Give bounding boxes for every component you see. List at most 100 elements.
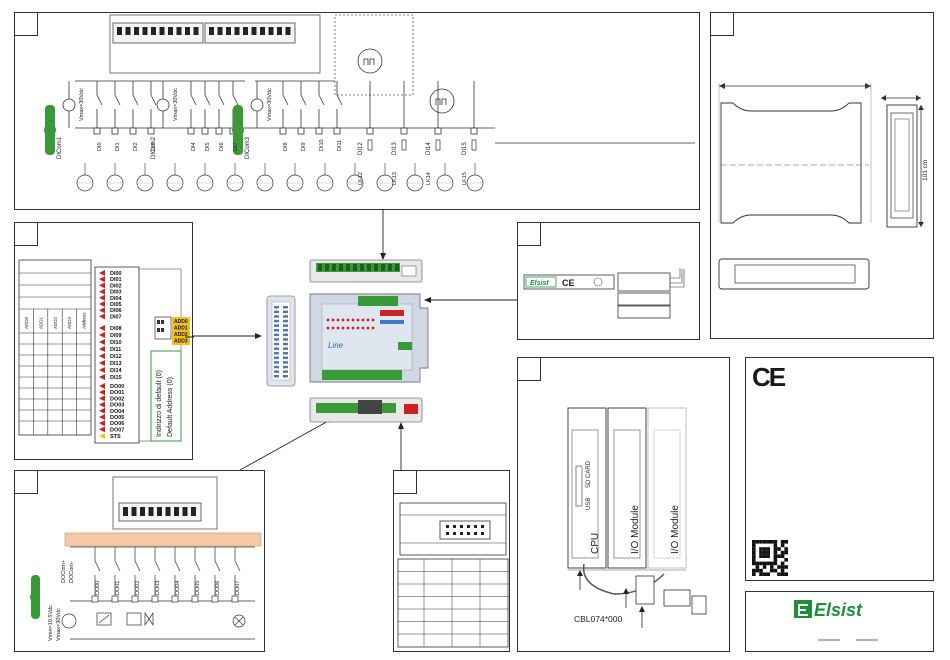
- terminal-screw: [211, 595, 219, 603]
- connector-pinout-panel: [393, 470, 510, 652]
- switch-contact: [282, 94, 289, 106]
- led-di-label: DI10: [110, 340, 122, 346]
- output-channel-label: DO02: [135, 581, 141, 595]
- lk-label: LK14: [426, 172, 432, 185]
- led-indicator: [99, 401, 105, 408]
- device-brand-text: Line: [328, 341, 344, 350]
- led-indicator: [99, 339, 105, 345]
- led-indicator: [99, 414, 105, 420]
- input-channel-label: DI10: [319, 139, 325, 151]
- terminal-screw: [366, 127, 374, 135]
- device-illustration: Line: [262, 258, 442, 428]
- output-switch: [194, 560, 201, 572]
- ce-qr-panel: CE: [745, 357, 934, 581]
- input-channel-label: DI3: [151, 142, 157, 151]
- led-indicator: [99, 294, 105, 301]
- dip-address-label: ADD0: [174, 319, 188, 325]
- terminal-screw: [91, 595, 99, 603]
- link-jumper: [401, 139, 407, 151]
- dimensions-panel: 101 cm: [710, 12, 934, 339]
- led-sts-label: STS: [110, 434, 121, 440]
- lk-label: LK12: [358, 172, 364, 185]
- vmax-label: Vmax=30Vdc: [79, 88, 85, 121]
- terminal-screw: [279, 127, 287, 135]
- led-do-label: DO04: [110, 409, 125, 415]
- io-module-label-2: I/O Module: [670, 505, 681, 554]
- terminal-screw: [201, 127, 209, 135]
- terminal-screw: [151, 595, 159, 603]
- output-switch: [214, 560, 221, 572]
- led-di-label: DI09: [110, 333, 122, 339]
- switch-contact: [318, 94, 325, 106]
- input-channel-label: DI2: [133, 142, 139, 151]
- switch-contact: [336, 94, 343, 106]
- input-channel-label: DI7: [233, 142, 239, 151]
- terminal-screw: [434, 127, 442, 135]
- terminal-screw: [215, 127, 223, 135]
- ce-mark: CE: [752, 362, 786, 392]
- led-indicator: [99, 282, 105, 289]
- panel-number-box: [517, 222, 541, 246]
- supply-source-icon: [62, 98, 76, 112]
- vmin-label: Vmin=10.5Vdc: [48, 605, 54, 641]
- terminal-screw: [315, 127, 323, 135]
- led-indicator: [99, 367, 105, 373]
- connector-pinout-drawing: [397, 502, 509, 648]
- counter-channel-label: DI14: [426, 142, 432, 155]
- default-address-it: Indirizzo di default (0): [156, 370, 163, 437]
- led-indicator: [99, 301, 105, 307]
- switch-contact: [190, 94, 197, 106]
- pnp-npn-badge-left: [44, 105, 56, 155]
- input-channel-label: DI0: [97, 142, 103, 151]
- supply-source-icon: [250, 98, 264, 112]
- terminal-screw: [191, 595, 199, 603]
- address-table-header: ADD0: [24, 316, 29, 329]
- inputs-wiring-diagram: DICom1Vmax=30VdcDICom2Vmax=30VdcDICom3Vm…: [44, 14, 695, 192]
- terminal-screw: [93, 127, 101, 135]
- led-indicator: [99, 276, 105, 283]
- led-indicator: [99, 325, 105, 331]
- led-indicator: [99, 420, 105, 427]
- led-indicator: [99, 374, 105, 380]
- led-indicator: [99, 313, 105, 320]
- led-di-label: DI01: [110, 277, 122, 283]
- dip-address-label: ADD2: [174, 332, 188, 338]
- supply-label: DICom2: [151, 136, 157, 159]
- led-indicator: [99, 332, 105, 338]
- led-di-label: DI03: [110, 290, 122, 296]
- default-address-en: Default Address (0): [167, 377, 174, 437]
- led-di-label: DI06: [110, 308, 122, 314]
- output-channel-label: DO03: [155, 581, 161, 595]
- led-indicator: [99, 426, 105, 433]
- output-channel-label: DO01: [115, 581, 121, 595]
- terminal-screw: [111, 595, 119, 603]
- output-switch: [114, 560, 121, 572]
- terminal-screw: [131, 595, 139, 603]
- dip-address-label: ADD3: [174, 339, 188, 345]
- led-indicator: [99, 395, 105, 402]
- input-channel-label: DI4: [191, 142, 197, 151]
- led-di-label: DI14: [110, 368, 123, 374]
- sd-card-label: SD CARD: [586, 460, 592, 488]
- out-vmax-label: Vmax=30Vdc: [56, 608, 62, 641]
- terminal-screw: [333, 127, 341, 135]
- led-indicator: [99, 288, 105, 295]
- led-di-label: DI02: [110, 283, 122, 289]
- link-jumper: [435, 139, 441, 151]
- vmax-label: Vmax=30Vdc: [267, 88, 273, 121]
- led-di-label: DI04: [110, 296, 123, 302]
- terminal-screw: [470, 127, 478, 135]
- counter-channel-label: DI12: [358, 142, 364, 155]
- dimensions-drawing: 101 cm: [718, 83, 929, 290]
- supply-label: DICom3: [245, 136, 251, 159]
- link-jumper: [367, 139, 373, 151]
- led-do-label: DO07: [110, 427, 124, 433]
- terminal-screw: [231, 595, 239, 603]
- panel-number-box: [14, 12, 38, 36]
- address-table-header: ADD1: [38, 316, 43, 329]
- terminal-screw: [187, 127, 195, 135]
